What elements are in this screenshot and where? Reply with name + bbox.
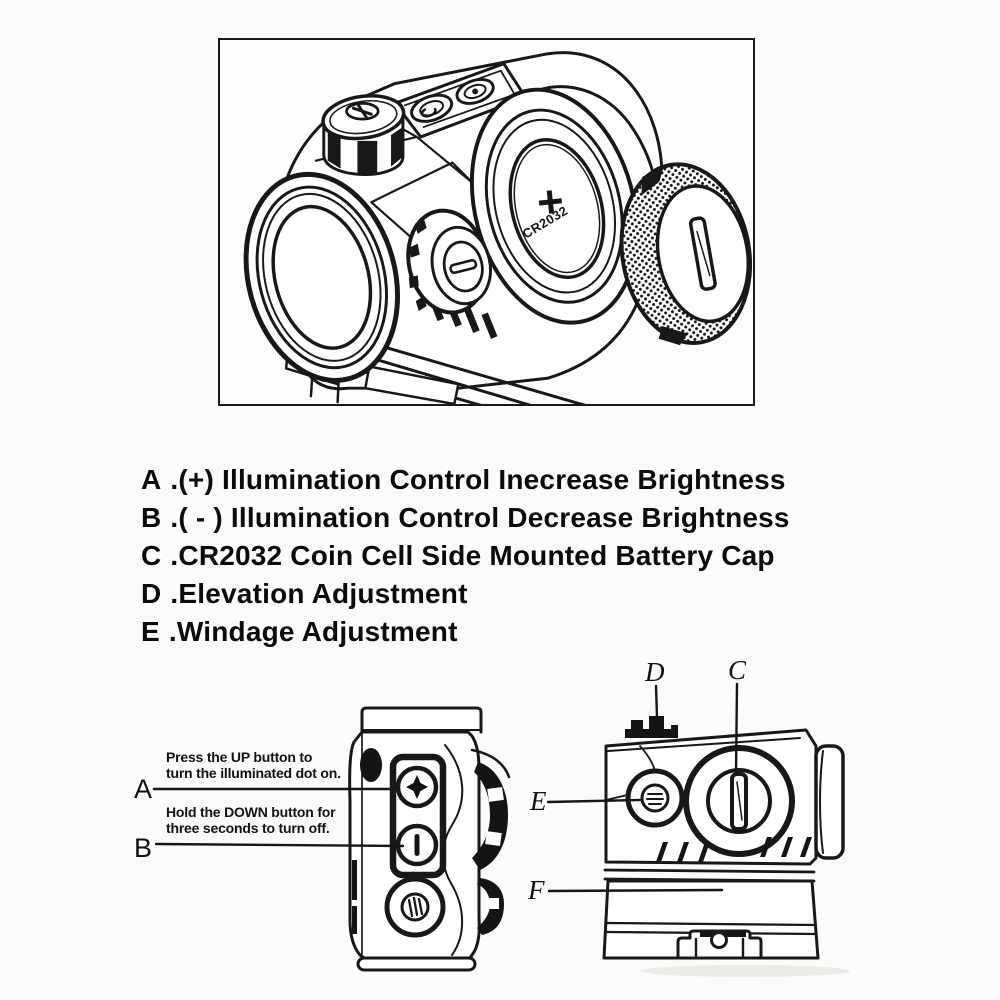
shadow: [640, 965, 850, 977]
mount-base: [602, 868, 820, 960]
legend-line-b: B.( - ) Illumination Control Decrease Br…: [141, 502, 790, 533]
parts-legend: A.(+) Illumination Control Inecrease Bri…: [141, 461, 921, 651]
legend-line-d: D.Elevation Adjustment: [141, 578, 468, 609]
sight-perspective-drawing: + CR2032: [243, 51, 753, 404]
framed-sight-figure: + CR2032: [218, 38, 755, 406]
button-rail-plate: [393, 62, 528, 139]
windage-screw-side: [625, 768, 685, 828]
leader-lines: [152, 682, 739, 893]
side-view-drawing: [602, 716, 845, 960]
leader-c: [734, 682, 739, 774]
label-b: B: [134, 833, 152, 863]
note-up-line2: turn the illuminated dot on.: [166, 765, 341, 781]
legend-line-c: C.CR2032 Coin Cell Side Mounted Battery …: [141, 540, 775, 571]
annotated-views: Press the UP button to turn the illumina…: [134, 655, 850, 977]
bottom-cap-bar: [356, 956, 477, 972]
legend-line-e: E.Windage Adjustment: [141, 616, 458, 647]
legend-line-a: A.(+) Illumination Control Inecrease Bri…: [141, 464, 786, 495]
annotations: Press the UP button to turn the illumina…: [134, 655, 747, 905]
windage-screw-slot: [449, 259, 478, 275]
note-down-line1: Hold the DOWN button for: [166, 804, 336, 820]
objective-lens: [243, 171, 401, 383]
battery-cap: [619, 162, 753, 346]
cap-edge-knurl: [470, 748, 511, 935]
rear-screw: [384, 876, 446, 938]
label-f: F: [527, 875, 545, 905]
elevation-turret-side: [625, 716, 678, 738]
label-c: C: [728, 655, 747, 685]
plus-glyph: [406, 775, 428, 799]
objective-ring-edge: [814, 744, 845, 860]
note-up-line1: Press the UP button to: [166, 749, 312, 765]
label-e: E: [529, 786, 547, 816]
battery-cap-side: [683, 745, 795, 857]
battery-polarity-mark: +: [534, 175, 566, 228]
up-button: [395, 765, 439, 809]
label-a: A: [134, 774, 152, 804]
leader-f: [547, 888, 724, 893]
indicator-dot: [360, 748, 382, 782]
minus-glyph: [414, 834, 420, 856]
windage-knob: [406, 208, 492, 315]
battery-recess: [469, 87, 639, 325]
minus-button-top-view: [410, 93, 454, 123]
elevation-turret: [321, 94, 406, 177]
label-d: D: [644, 657, 665, 687]
note-down-line2: three seconds to turn off.: [166, 820, 330, 836]
hatch-marks: [656, 837, 812, 862]
leader-d: [654, 684, 659, 719]
leader-b: [154, 842, 405, 848]
down-button: [395, 823, 439, 867]
plus-button-top-view: [455, 77, 495, 105]
coin-cell-battery: [508, 137, 606, 280]
rear-view-drawing: [348, 706, 511, 972]
leader-e: [546, 798, 642, 804]
